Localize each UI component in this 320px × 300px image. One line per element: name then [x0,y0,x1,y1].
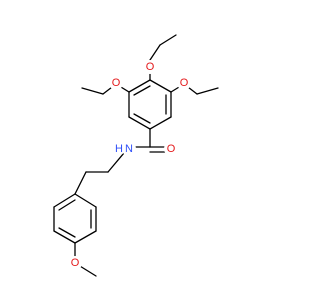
bond [149,116,172,130]
bond [128,116,151,130]
atom-n-amide: N [122,142,136,156]
bond [149,44,161,61]
bond [196,87,219,95]
atom-o-carbonyl: O [164,142,178,156]
bond [133,85,151,96]
bond [53,193,76,208]
atom-h-amide: H [113,143,125,155]
atom-label: O [71,257,80,269]
bond [58,199,76,211]
atom-label: O [180,77,189,89]
bond [58,227,76,238]
bond [149,79,172,93]
bond [74,171,87,195]
bond [133,113,151,124]
atom-label: O [112,77,121,89]
atom-o-para: O [143,60,157,74]
bonds [53,34,219,277]
bond [74,193,97,208]
atom-label: O [146,61,155,73]
bond [81,87,104,95]
bond [53,230,76,244]
atom-o-methoxy: O [68,256,82,270]
atom-label: H [115,143,123,155]
atom-label: O [167,143,176,155]
atom-label: N [125,143,133,155]
atom-labels: O O O O N H O [68,60,191,270]
atom-o-meta-left: O [109,76,123,90]
atom-o-meta-right: O [177,76,191,90]
bond [159,34,177,46]
molecule-structure: O O O O N H O [53,34,219,277]
bond [74,230,97,244]
bond [128,79,151,93]
